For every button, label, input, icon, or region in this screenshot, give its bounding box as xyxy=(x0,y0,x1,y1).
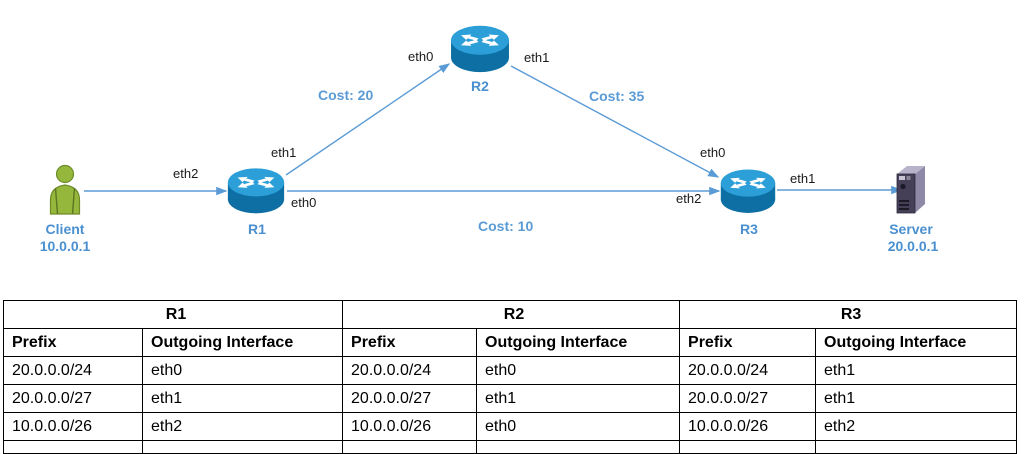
cell-r1-iface: eth2 xyxy=(141,412,344,441)
table-row-partial xyxy=(3,440,1018,454)
table-title-r1: R1 xyxy=(2,300,344,329)
cost-label-r2-r3: Cost: 35 xyxy=(589,88,645,104)
cost-label-r1-r2: Cost: 20 xyxy=(318,87,374,103)
cell-r1-iface: eth0 xyxy=(141,356,344,385)
router-r1-icon xyxy=(226,160,286,216)
cell-r3-prefix: 20.0.0.0/24 xyxy=(679,356,817,385)
header-prefix-r1: Prefix xyxy=(3,328,143,357)
header-outiface-r3: Outgoing Interface xyxy=(815,328,1018,357)
router-r3-icon xyxy=(719,161,777,216)
server-ip-label: 20.0.0.1 xyxy=(887,238,939,254)
iface-label-r1-eth1: eth1 xyxy=(271,145,297,160)
cell-r3-prefix: 20.0.0.0/27 xyxy=(679,384,817,413)
header-prefix-r2: Prefix xyxy=(342,328,478,357)
router-r1-label: R1 xyxy=(248,221,266,237)
table-title-r2: R2 xyxy=(342,300,681,329)
table-row: 20.0.0.0/24 eth0 20.0.0.0/24 eth0 20.0.0… xyxy=(3,356,1018,385)
client-label: Client xyxy=(45,221,85,237)
router-r2-label: R2 xyxy=(471,78,489,94)
header-prefix-r3: Prefix xyxy=(679,328,817,357)
client-ip-label: 10.0.0.1 xyxy=(39,238,91,254)
table-row: 10.0.0.0/26 eth2 10.0.0.0/26 eth0 10.0.0… xyxy=(3,412,1018,441)
header-outiface-r1: Outgoing Interface xyxy=(141,328,344,357)
cell-r3-prefix: 10.0.0.0/26 xyxy=(679,412,817,441)
cell-r1-iface: eth1 xyxy=(141,384,344,413)
iface-label-r2-eth1: eth1 xyxy=(524,50,550,65)
cell-r3-iface: eth2 xyxy=(815,412,1018,441)
iface-label-r3-eth1: eth1 xyxy=(790,171,816,186)
cell-r2-iface: eth1 xyxy=(476,384,681,413)
cell-r2-prefix: 20.0.0.0/24 xyxy=(342,356,478,385)
cell-r1-prefix: 10.0.0.0/26 xyxy=(3,412,143,441)
table-title-row: R1 R2 R3 xyxy=(2,300,1018,329)
cost-label-r1-r3: Cost: 10 xyxy=(478,218,534,234)
iface-label-r3-eth0: eth0 xyxy=(700,145,726,160)
table-row: 20.0.0.0/27 eth1 20.0.0.0/27 eth1 20.0.0… xyxy=(3,384,1018,413)
iface-label-client-eth2: eth2 xyxy=(173,166,199,181)
table-title-r3: R3 xyxy=(679,300,1018,329)
iface-label-r1-eth0: eth0 xyxy=(291,195,317,210)
cell-r2-iface: eth0 xyxy=(476,412,681,441)
link-r2-r3 xyxy=(510,65,720,178)
router-r3-label: R3 xyxy=(740,221,758,237)
server-tower-icon xyxy=(891,162,931,216)
cell-r2-prefix: 20.0.0.0/27 xyxy=(342,384,478,413)
client-person-icon xyxy=(47,164,83,216)
iface-label-r2-eth0: eth0 xyxy=(408,49,434,64)
iface-label-r3-eth2: eth2 xyxy=(676,191,702,206)
cell-r3-iface: eth1 xyxy=(815,384,1018,413)
links-layer xyxy=(84,63,903,196)
cell-r2-prefix: 10.0.0.0/26 xyxy=(342,412,478,441)
server-label: Server xyxy=(889,221,933,237)
link-r1-r2 xyxy=(285,63,451,176)
cell-r3-iface: eth1 xyxy=(815,356,1018,385)
routing-table: R1 R2 R3 Prefix Outgoing Interface Prefi… xyxy=(2,300,1018,454)
cell-r1-prefix: 20.0.0.0/27 xyxy=(3,384,143,413)
network-topology-diagram: eth2 eth1 eth0 eth0 eth1 eth0 eth2 eth1 … xyxy=(39,0,939,254)
cell-r1-prefix: 20.0.0.0/24 xyxy=(3,356,143,385)
router-r2-icon xyxy=(449,18,511,74)
cell-r2-iface: eth0 xyxy=(476,356,681,385)
header-outiface-r2: Outgoing Interface xyxy=(476,328,681,357)
table-header-row: Prefix Outgoing Interface Prefix Outgoin… xyxy=(3,328,1018,357)
